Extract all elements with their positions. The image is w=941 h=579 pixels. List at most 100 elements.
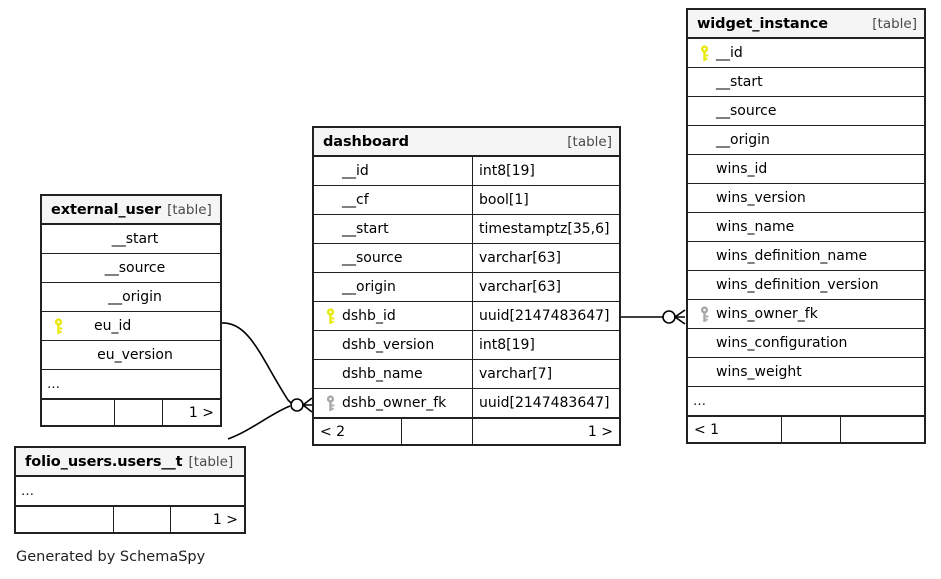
column-name-cell: __start — [314, 215, 472, 243]
column-name-cell: wins_weight — [688, 358, 924, 386]
column-row-db-7[interactable]: dshb_name varchar[7] — [314, 360, 619, 389]
column-row-db-3[interactable]: __source varchar[63] — [314, 244, 619, 273]
column-row-db-1[interactable]: __cf bool[1] — [314, 186, 619, 215]
column-name-cell: __source — [42, 254, 220, 282]
column-name-cell: wins_owner_fk — [688, 300, 924, 328]
column-name-cell: dshb_id — [314, 302, 472, 330]
column-name-cell: __source — [314, 244, 472, 272]
column-row-db-2[interactable]: __start timestamptz[35,6] — [314, 215, 619, 244]
column-name-cell: wins_version — [688, 184, 924, 212]
footer-outgoing-count: 1 > — [212, 511, 238, 528]
column-label: __id — [716, 45, 743, 61]
column-row-wi-3[interactable]: __origin — [688, 126, 924, 155]
column-row-eu-4[interactable]: eu_version — [42, 341, 220, 370]
column-name-cell: eu_id — [42, 312, 220, 340]
footer-outgoing-count: 1 > — [587, 423, 613, 440]
column-label: __start — [111, 231, 159, 247]
column-label: wins_owner_fk — [716, 306, 818, 322]
table-header-widget-instance: widget_instance [table] — [688, 10, 924, 39]
column-name-cell: wins_configuration — [688, 329, 924, 357]
column-label: eu_id — [94, 318, 132, 334]
column-name-cell: __id — [314, 157, 472, 185]
column-row-db-4[interactable]: __origin varchar[63] — [314, 273, 619, 302]
column-label: __start — [716, 74, 763, 90]
key-icon-foreign — [694, 305, 714, 323]
column-row-wi-2[interactable]: __source — [688, 97, 924, 126]
column-label: __origin — [108, 289, 162, 305]
column-name-cell: __origin — [314, 273, 472, 301]
table-widget-instance[interactable]: widget_instance [table] __id __start __s… — [686, 8, 926, 444]
key-icon-primary — [320, 307, 340, 325]
column-label: dshb_id — [342, 308, 396, 324]
table-header-external-user: external_user [table] — [42, 196, 220, 225]
column-label: dshb_name — [342, 366, 423, 382]
column-name-cell: dshb_name — [314, 360, 472, 388]
column-label: __id — [342, 163, 369, 179]
column-label: __start — [342, 221, 389, 237]
column-row-wi-0[interactable]: __id — [688, 39, 924, 68]
edge-endpoint-circle-widget-instance — [662, 310, 676, 324]
key-icon-foreign — [320, 394, 340, 412]
key-icon-primary — [694, 44, 714, 62]
column-row-wi-5[interactable]: wins_version — [688, 184, 924, 213]
footer-outgoing-count: 1 > — [188, 404, 214, 421]
column-row-wi-8[interactable]: wins_definition_version — [688, 271, 924, 300]
column-row-wi-9[interactable]: wins_owner_fk — [688, 300, 924, 329]
column-name-cell: dshb_version — [314, 331, 472, 359]
column-name-cell: __origin — [42, 283, 220, 311]
column-row-wi-11[interactable]: wins_weight — [688, 358, 924, 387]
table-type-tag: [table] — [188, 453, 234, 470]
column-name-cell: __source — [688, 97, 924, 125]
column-type-cell: varchar[63] — [472, 244, 619, 272]
table-footer-external-user: 1 > — [42, 399, 220, 425]
column-label: __cf — [342, 192, 369, 208]
column-name-cell: __id — [688, 39, 924, 67]
column-type-cell: int8[19] — [472, 157, 619, 185]
edge-folio-users-to-dashboard — [227, 405, 291, 440]
column-type-cell: varchar[63] — [472, 273, 619, 301]
column-label: wins_version — [716, 190, 806, 206]
column-type-cell: uuid[2147483647] — [472, 389, 619, 417]
table-type-tag: [table] — [872, 15, 917, 32]
table-title: external_user — [51, 201, 162, 218]
column-label: __source — [342, 250, 403, 266]
table-folio-users-users-t[interactable]: folio_users.users__t [table] … 1 > — [14, 446, 246, 534]
column-row-db-5[interactable]: dshb_id uuid[2147483647] — [314, 302, 619, 331]
column-row-wi-6[interactable]: wins_name — [688, 213, 924, 242]
more-columns-indicator: … — [16, 477, 244, 506]
column-row-eu-0[interactable]: __start — [42, 225, 220, 254]
column-row-wi-7[interactable]: wins_definition_name — [688, 242, 924, 271]
table-dashboard[interactable]: dashboard [table] __id int8[19] __cf boo… — [312, 126, 621, 446]
column-row-eu-1[interactable]: __source — [42, 254, 220, 283]
column-row-db-0[interactable]: __id int8[19] — [314, 157, 619, 186]
column-label: __source — [716, 103, 777, 119]
column-label: wins_name — [716, 219, 795, 235]
key-icon-primary — [48, 317, 68, 335]
column-label: __origin — [716, 132, 770, 148]
table-footer-folio-users: 1 > — [16, 506, 244, 532]
column-row-wi-1[interactable]: __start — [688, 68, 924, 97]
column-type-cell: uuid[2147483647] — [472, 302, 619, 330]
more-columns-indicator: … — [688, 387, 924, 416]
column-row-db-6[interactable]: dshb_version int8[19] — [314, 331, 619, 360]
edge-external-user-to-dashboard — [221, 322, 293, 405]
column-label: wins_id — [716, 161, 768, 177]
column-row-wi-4[interactable]: wins_id — [688, 155, 924, 184]
column-name-cell: wins_definition_version — [688, 271, 924, 299]
more-columns-indicator: … — [42, 370, 220, 399]
table-external-user[interactable]: external_user [table] __start __source _… — [40, 194, 222, 427]
footer-middle-cell — [782, 417, 842, 442]
column-row-db-8[interactable]: dshb_owner_fk uuid[2147483647] — [314, 389, 619, 418]
column-row-wi-10[interactable]: wins_configuration — [688, 329, 924, 358]
column-type-cell: bool[1] — [472, 186, 619, 214]
footer-incoming-count — [16, 507, 115, 532]
column-type-cell: timestamptz[35,6] — [472, 215, 619, 243]
column-name-cell: wins_name — [688, 213, 924, 241]
column-row-eu-3[interactable]: eu_id — [42, 312, 220, 341]
column-name-cell: dshb_owner_fk — [314, 389, 472, 417]
table-type-tag: [table] — [167, 201, 212, 218]
column-label: __origin — [342, 279, 396, 295]
column-label: wins_configuration — [716, 335, 848, 351]
column-row-eu-2[interactable]: __origin — [42, 283, 220, 312]
